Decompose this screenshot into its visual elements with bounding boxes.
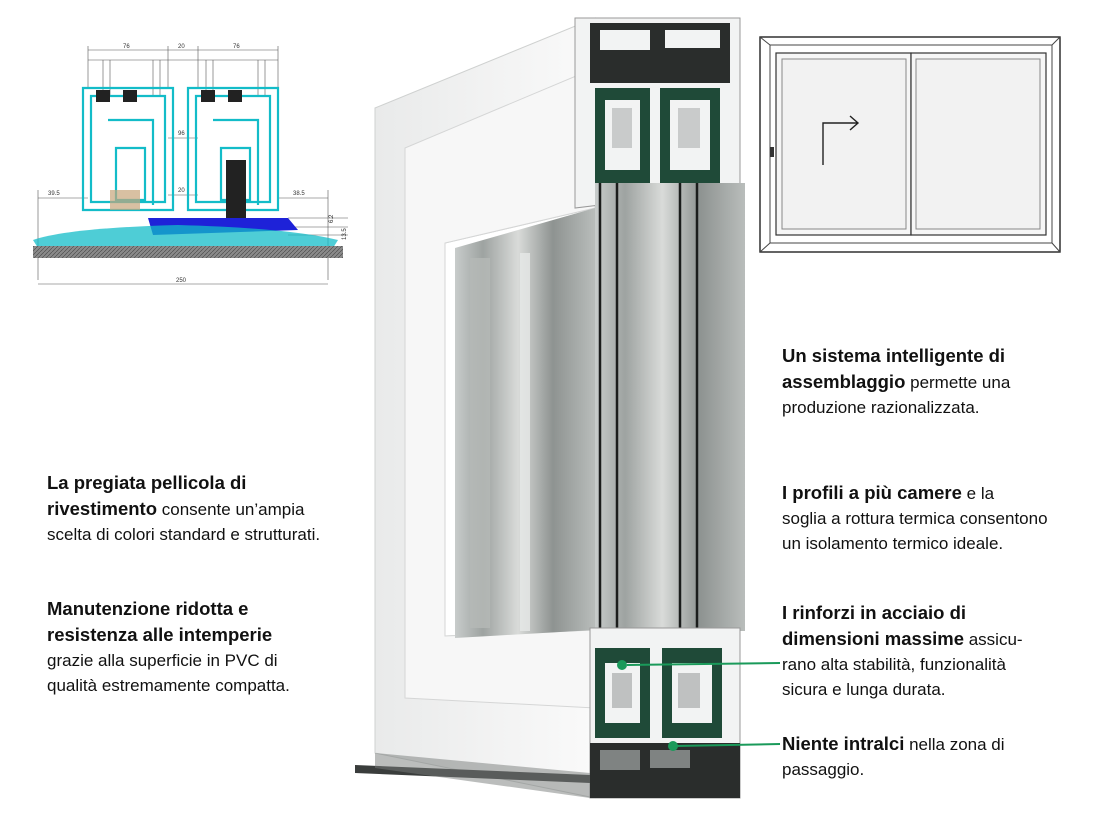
callout-assembly-text-2: produzione razionalizzata. [782,398,980,417]
callout-coating: La pregiata pellicola di rivestimento co… [47,470,357,547]
callout-maintenance-text-2: qualità estremamente compatta. [47,676,290,695]
slide-arrow-icon [822,115,860,165]
callout-assembly-text: permette una [905,373,1011,392]
dim-label: 39.5 [48,191,60,197]
callout-profiles-text: e la [961,484,995,503]
callout-reinforcement: I rinforzi in acciaio di dimensioni mass… [782,600,1092,702]
callout-reinforcement-text-2: rano alta stabilità, funzionalità [782,655,1006,674]
callout-reinforcement-text-3: sicura e lunga durata. [782,680,946,699]
callout-coating-title-2: rivestimento [47,498,158,519]
window-profile-section-image [355,17,745,799]
callout-reinforcement-text: assicu- [963,630,1023,649]
callout-coating-title: La pregiata pellicola di [47,472,247,493]
callout-reinforcement-title: I rinforzi in acciaio di [782,602,967,623]
dim-label: 6.2 [329,214,335,223]
callout-threshold-title: Niente intralci [782,733,905,754]
callout-coating-text-2: scelta di colori standard e strutturati. [47,525,321,544]
callout-threshold: Niente intralci nella zona di passaggio. [782,731,1082,782]
dim-label: 250 [176,278,187,284]
callout-dot-threshold [668,741,678,751]
callout-assembly: Un sistema intelligente di assemblaggio … [782,343,1082,420]
callout-profiles-text-2: soglia a rottura termica consentono [782,509,1048,528]
window-schematic [759,36,1061,253]
dim-label: 76 [233,44,240,50]
dim-label: 20 [178,44,185,50]
callout-profiles-text-3: un isolamento termico ideale. [782,534,1004,553]
callout-reinforcement-title-2: dimensioni massime [782,628,964,649]
callout-profiles-title: I profili a più camere [782,482,962,503]
callout-assembly-title: Un sistema intelligente di [782,345,1006,366]
dim-label: 20 [178,188,185,194]
callout-maintenance-title-2: resistenza alle intemperie [47,624,273,645]
callout-threshold-text-2: passaggio. [782,760,865,779]
callout-assembly-title-2: assemblaggio [782,371,906,392]
dim-label: 38.5 [293,191,305,197]
dim-label: 13.5 [342,228,348,240]
callout-profiles: I profili a più camere e la soglia a rot… [782,480,1082,556]
callout-coating-text: consente un’ampia [157,500,305,519]
callout-maintenance: Manutenzione ridotta e resistenza alle i… [47,596,357,698]
callout-dot-reinforcement [617,660,627,670]
dim-label: 76 [123,44,130,50]
callout-maintenance-text: grazie alla superficie in PVC di [47,651,278,670]
callout-maintenance-title: Manutenzione ridotta e [47,598,249,619]
dim-label: 96 [178,131,185,137]
callout-threshold-text: nella zona di [904,735,1005,754]
technical-section-drawing: 76 20 76 96 39.5 20 38.5 6.2 13.5 250 [33,44,348,285]
